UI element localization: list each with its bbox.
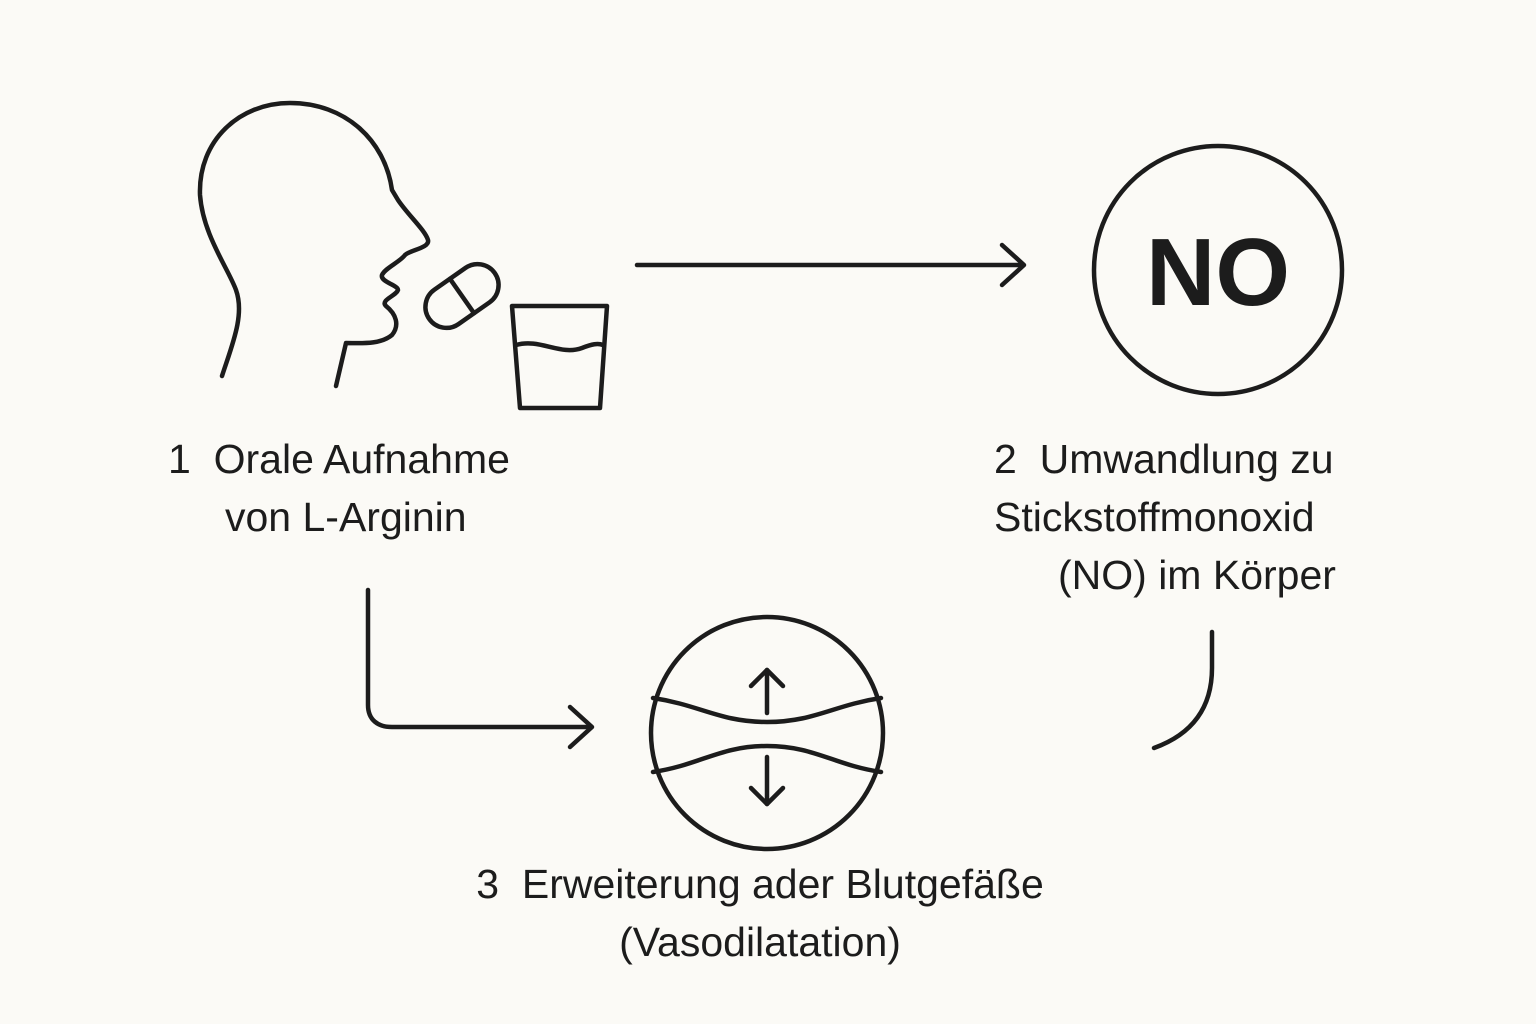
- step-1-label: 1 Orale Aufnahme von L-Arginin: [168, 430, 510, 546]
- connector-step2-to-step3: [1151, 629, 1215, 751]
- step-3-label: 3 Erweiterung ader Blutgefäße (Vasodilat…: [360, 855, 1160, 971]
- no-molecule-icon: NO: [1091, 143, 1345, 397]
- step-1-number: 1: [168, 436, 191, 482]
- step-2-label: 2 Umwandlung zu Stickstoffmonoxid (NO) i…: [994, 430, 1336, 604]
- step-1-line-2: von L-Arginin: [225, 494, 467, 540]
- arrow-step1-to-step3: [365, 587, 595, 750]
- step-2-line-2: Stickstoffmonoxid: [994, 494, 1315, 540]
- vasodilation-icon: [648, 614, 886, 852]
- step-1-line-1: Orale Aufnahme: [213, 436, 510, 482]
- arrow-step1-to-step2: [634, 242, 1027, 288]
- step-3-line-1: Erweiterung ader Blutgefäße: [521, 861, 1044, 907]
- head-profile-icon: [197, 100, 431, 389]
- step-2-line-1: Umwandlung zu: [1039, 436, 1334, 482]
- no-symbol-text: NO: [1146, 219, 1290, 326]
- pill-icon: [423, 261, 501, 331]
- step-3-number: 3: [476, 861, 500, 907]
- water-glass-icon: [509, 303, 610, 411]
- step-2-number: 2: [994, 436, 1017, 482]
- step-2-line-3: (NO) im Körper: [1058, 552, 1336, 598]
- step-3-line-2: (Vasodilatation): [619, 919, 901, 965]
